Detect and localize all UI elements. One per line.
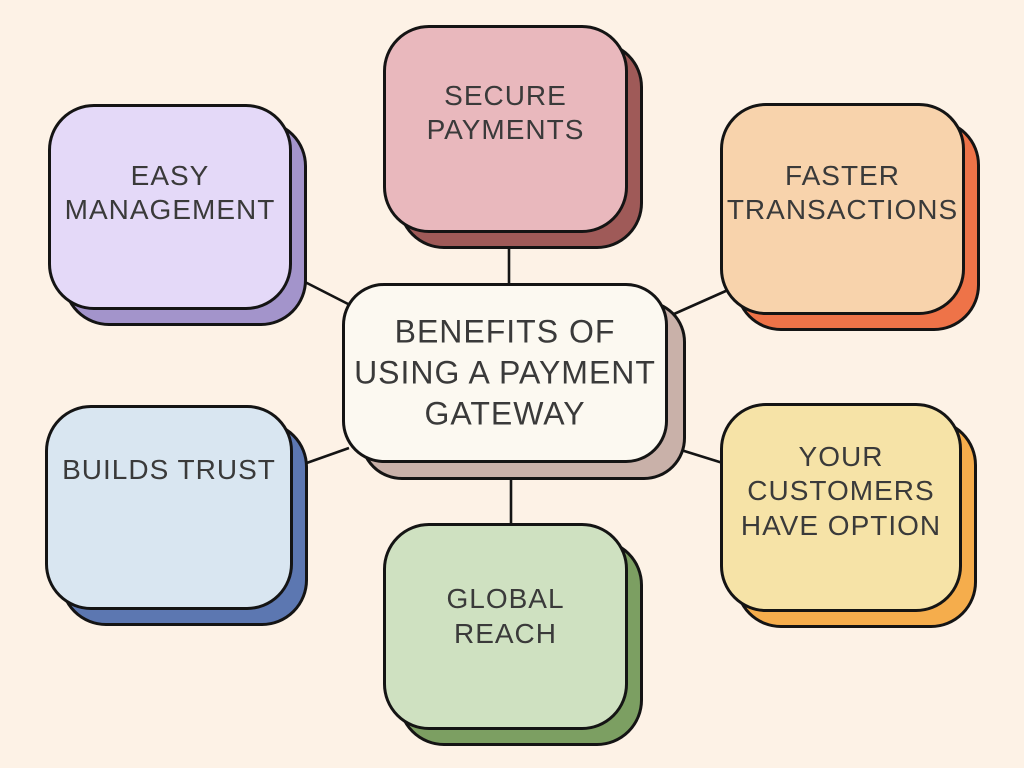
- node-face: YOUR CUSTOMERS HAVE OPTION: [720, 403, 962, 612]
- node-label: YOUR CUSTOMERS HAVE OPTION: [740, 441, 942, 541]
- node-label: GLOBAL REACH: [446, 583, 565, 649]
- connector-center-to-easy-management: [302, 279, 353, 308]
- node-label: FASTER TRANSACTIONS: [726, 159, 959, 225]
- node-label: EASY MANAGEMENT: [64, 159, 276, 225]
- node-face: BUILDS TRUST: [45, 405, 293, 610]
- connector-center-to-your-customers: [680, 448, 727, 466]
- center-node-label: BENEFITS OF USING A PAYMENT GATEWAY: [354, 313, 656, 432]
- node-label: SECURE PAYMENTS: [426, 79, 585, 145]
- node-benefits-center: BENEFITS OF USING A PAYMENT GATEWAY: [342, 283, 686, 480]
- node-face: GLOBAL REACH: [383, 523, 628, 730]
- node-face: SECURE PAYMENTS: [383, 25, 628, 233]
- node-global-reach: GLOBAL REACH: [383, 523, 643, 746]
- node-face: EASY MANAGEMENT: [48, 104, 292, 310]
- node-easy-management: EASY MANAGEMENT: [48, 104, 307, 326]
- node-secure-payments: SECURE PAYMENTS: [383, 25, 643, 249]
- node-builds-trust: BUILDS TRUST: [45, 405, 308, 626]
- node-label: BUILDS TRUST: [62, 453, 276, 485]
- node-your-customers-have-option: YOUR CUSTOMERS HAVE OPTION: [720, 403, 977, 628]
- node-face: BENEFITS OF USING A PAYMENT GATEWAY: [342, 283, 668, 463]
- node-faster-transactions: FASTER TRANSACTIONS: [720, 103, 980, 331]
- connector-center-to-faster-transactions: [673, 288, 729, 316]
- connector-center-to-builds-trust: [300, 446, 350, 467]
- node-face: FASTER TRANSACTIONS: [720, 103, 965, 315]
